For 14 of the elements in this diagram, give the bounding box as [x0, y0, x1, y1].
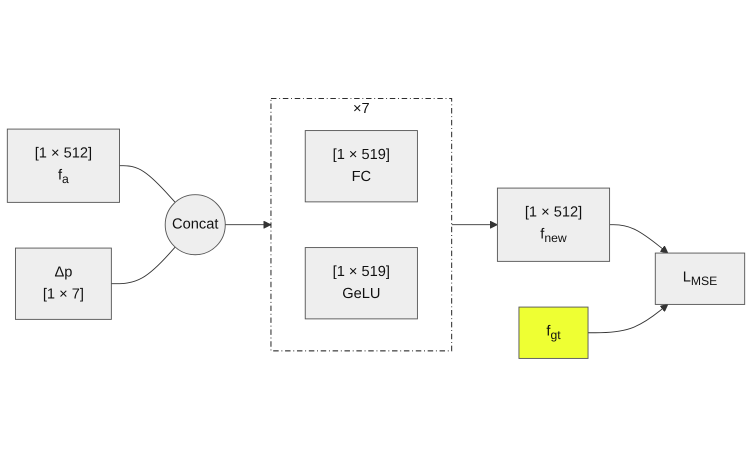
node-box: [1 × 519] GeLU — [304, 247, 418, 320]
connector — [110, 246, 176, 284]
arrow — [588, 304, 668, 334]
node-box: Δp [1 × 7] — [14, 248, 112, 320]
arrow — [224, 220, 272, 229]
node-box: f$_{gt}$ — [518, 306, 588, 359]
node-box: [1 × 512] f$_{new}$ — [496, 188, 610, 262]
node-box: [1 × 512] f$_{a}$ — [6, 128, 120, 203]
arrow — [451, 220, 498, 229]
node-box: L$_{MSE}$ — [654, 252, 746, 305]
connector — [119, 165, 176, 203]
arrow — [609, 224, 668, 254]
node-box: [1 × 519] FC — [304, 130, 418, 202]
node-circle: Concat — [164, 194, 226, 256]
